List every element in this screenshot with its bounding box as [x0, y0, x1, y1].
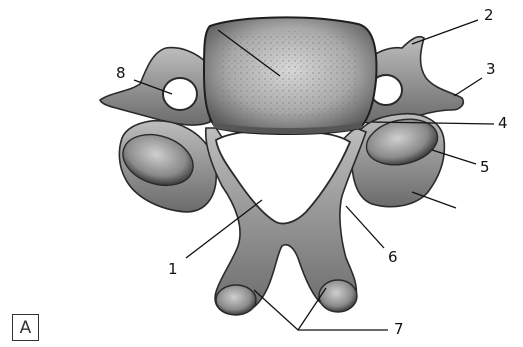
- callout-label-6: 6: [388, 248, 398, 266]
- leader-line-7b: [298, 288, 326, 330]
- leader-line-6: [346, 206, 384, 248]
- leader-line-2: [412, 20, 478, 44]
- callout-label-1: 1: [168, 260, 178, 278]
- callout-label-7: 7: [394, 320, 404, 338]
- left-transverse-foramen: [163, 78, 197, 110]
- leader-line-3: [454, 78, 482, 96]
- callout-label-3: 3: [486, 60, 496, 78]
- callout-label-2: 2: [484, 6, 494, 24]
- panel-label: A: [12, 314, 39, 341]
- vertebra-drawing: [100, 17, 463, 315]
- vertebral-body-texture: [218, 31, 358, 121]
- right-spinous-tubercle: [319, 280, 357, 312]
- left-spinous-tubercle: [216, 285, 256, 315]
- callout-label-5: 5: [480, 158, 490, 176]
- callout-label-4: 4: [498, 114, 508, 132]
- callout-label-8: 8: [116, 64, 126, 82]
